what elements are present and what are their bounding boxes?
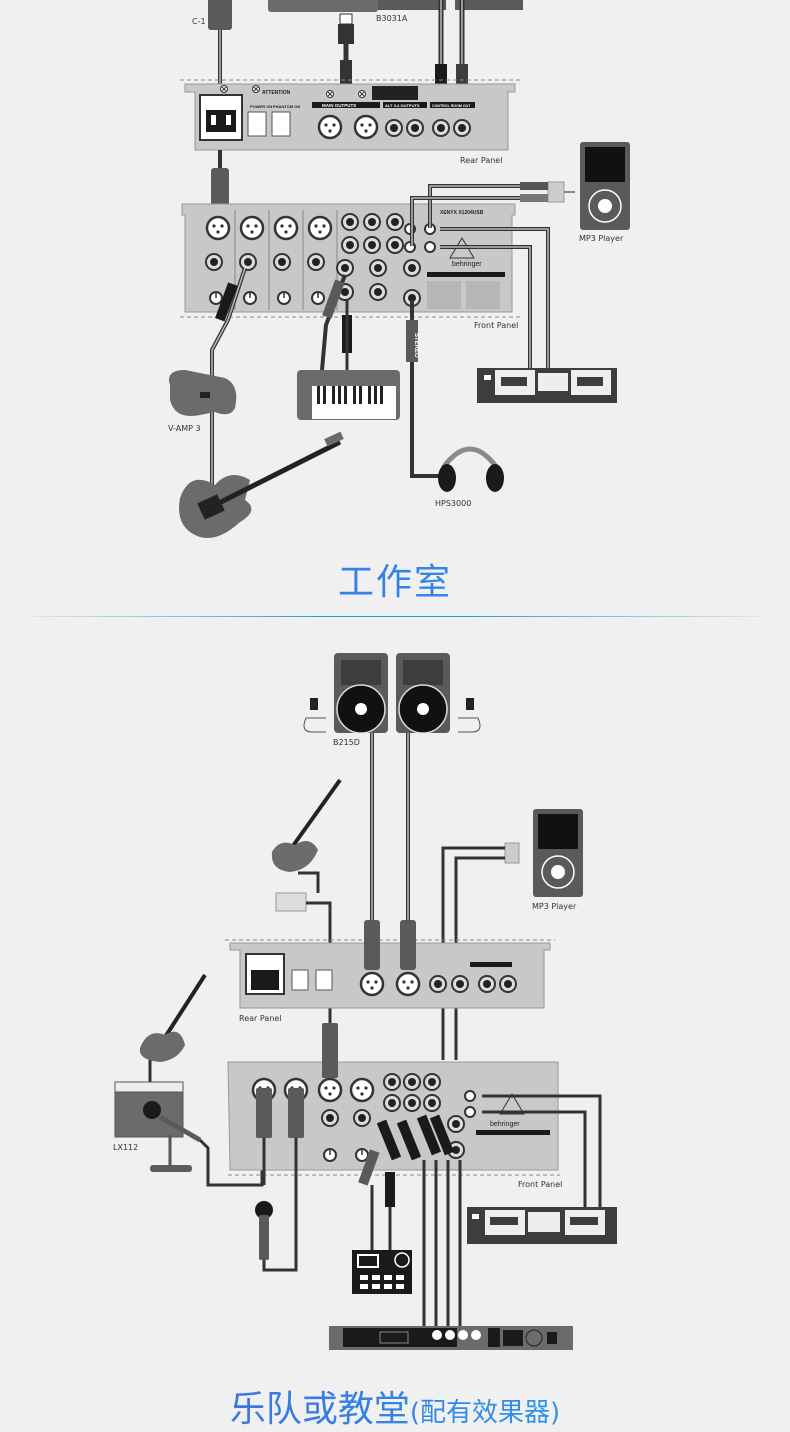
section-title-band: 乐队或教堂(配有效果器) — [0, 1380, 790, 1432]
drum-machine — [352, 1250, 412, 1294]
cassette-deck-1 — [477, 368, 617, 403]
pa-speaker-right — [396, 653, 481, 734]
mp3-player-2: MP3 Player — [504, 809, 583, 911]
main-outputs-label: MAIN OUTPUTS — [322, 103, 356, 108]
speakers-label: B215D — [333, 738, 360, 747]
power-switch — [247, 111, 267, 137]
monitors-label: B3031A — [376, 14, 408, 23]
band-section: B215D MP3 Player — [113, 653, 617, 1350]
electric-guitar-1 — [179, 431, 344, 539]
mp3-label-2: MP3 Player — [532, 902, 577, 911]
section-title-studio: 工作室 — [0, 553, 790, 605]
section-title-band-sub: (配有效果器) — [409, 1398, 561, 1428]
pa-speaker-left — [303, 653, 388, 734]
effects-processor — [329, 1326, 573, 1350]
front-panel-label-2: Front Panel — [518, 1180, 562, 1189]
di-box — [275, 892, 307, 912]
brand-label-2: behringer — [490, 1121, 520, 1128]
mp3-player-1: MP3 Player — [547, 142, 630, 243]
monitor-speaker-left — [378, 0, 446, 10]
microphone-on-stand — [143, 1101, 202, 1172]
v-amp-device: V-AMP 3 — [168, 370, 237, 433]
section-divider — [30, 616, 760, 617]
front-panel-1: XENYX X1204USB behringer Front Panel — [180, 203, 520, 330]
rear-panel-label-1: Rear Panel — [460, 156, 502, 165]
amp-label-2: LX112 — [113, 1143, 138, 1152]
handheld-microphone — [255, 1201, 273, 1260]
condenser-mic — [208, 0, 232, 30]
rear-panel-label-2: Rear Panel — [239, 1014, 281, 1023]
xlr-plug — [211, 168, 229, 212]
model-label: XENYX X1204USB — [440, 210, 484, 216]
front-panel-label-1: Front Panel — [474, 321, 518, 330]
alt-outputs-label: ALT 3-4 OUTPUTS — [385, 103, 420, 108]
electric-guitar-2 — [139, 973, 207, 1082]
mic-label: C-1 — [192, 17, 206, 26]
rear-panel-2: Rear Panel — [225, 939, 555, 1023]
phantom-switch — [271, 111, 291, 137]
rear-panel-1: POWER ON PHANTOM ON ATTENTION MAIN OUTPU… — [180, 79, 520, 165]
monitor-speaker-right — [455, 0, 523, 10]
headphones: HPS3000 — [435, 446, 504, 508]
front-panel-2: behringer Front Panel — [227, 1061, 562, 1189]
usb-interface-base — [268, 0, 378, 12]
midi-keyboard — [297, 370, 400, 420]
cassette-deck-2 — [467, 1207, 617, 1244]
stereo-plug-label: STEREO — [413, 333, 419, 358]
mp3-label-1: MP3 Player — [579, 234, 624, 243]
attention-label: ATTENTION — [262, 90, 291, 96]
phantom-label: PHANTOM ON — [273, 104, 300, 109]
control-room-label: CONTROL ROOM OUT — [432, 104, 471, 108]
section-title-band-main: 乐队或教堂 — [229, 1389, 410, 1430]
brand-label: behringer — [452, 261, 482, 268]
power-label: POWER ON — [250, 104, 272, 109]
bass-guitar — [271, 778, 342, 872]
headphones-label: HPS3000 — [435, 499, 471, 508]
studio-section: C-1 B3031A POWER ON PHANTOM ON ATTENTION — [168, 0, 630, 539]
amp-label-1: V-AMP 3 — [168, 424, 201, 433]
